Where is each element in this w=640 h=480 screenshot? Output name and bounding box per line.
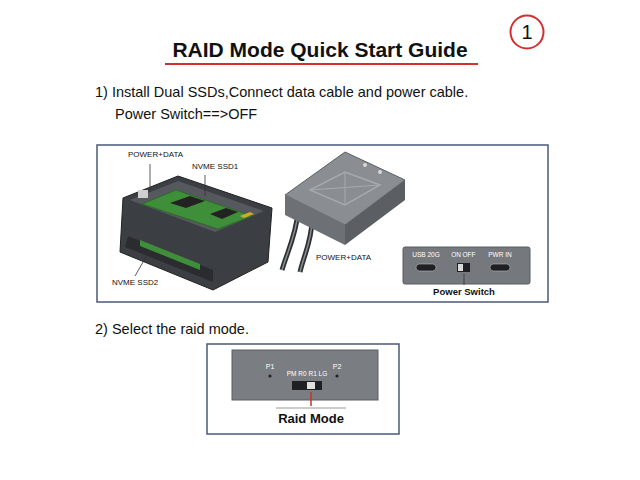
step-text: Power Switch==>OFF	[115, 107, 257, 123]
illustration-panel	[97, 145, 548, 302]
part-label: NVME SSD2	[112, 279, 158, 288]
title-underline	[165, 63, 478, 65]
switch-label: ON	[451, 251, 461, 258]
callout-label: Raid Mode	[278, 412, 344, 426]
step-text: 1) Install Dual SSDs,Connect data cable …	[95, 85, 468, 101]
guide-title: RAID Mode Quick Start Guide	[172, 38, 467, 61]
raid-switch-face	[232, 350, 378, 408]
port-label: P1	[266, 363, 275, 371]
closed-enclosure	[282, 152, 405, 272]
port-label: PWR IN	[488, 251, 511, 258]
mode-label: PM R0 R1 LG	[287, 370, 327, 377]
open-enclosure	[120, 164, 272, 290]
step-text: 2) Select the raid mode.	[95, 322, 249, 338]
illustration-panel	[207, 344, 399, 434]
step-badge: 1	[509, 14, 545, 50]
port-label: P2	[333, 363, 342, 371]
callout-number: 1	[509, 21, 545, 44]
callout-label: Power Switch	[433, 287, 495, 297]
part-label: NVME SSD1	[192, 163, 238, 172]
part-label: POWER+DATA	[316, 254, 371, 263]
part-label: POWER+DATA	[128, 151, 183, 160]
switch-inset	[403, 247, 530, 285]
port-label: USB 20G	[412, 251, 439, 258]
switch-label: OFF	[463, 251, 476, 258]
